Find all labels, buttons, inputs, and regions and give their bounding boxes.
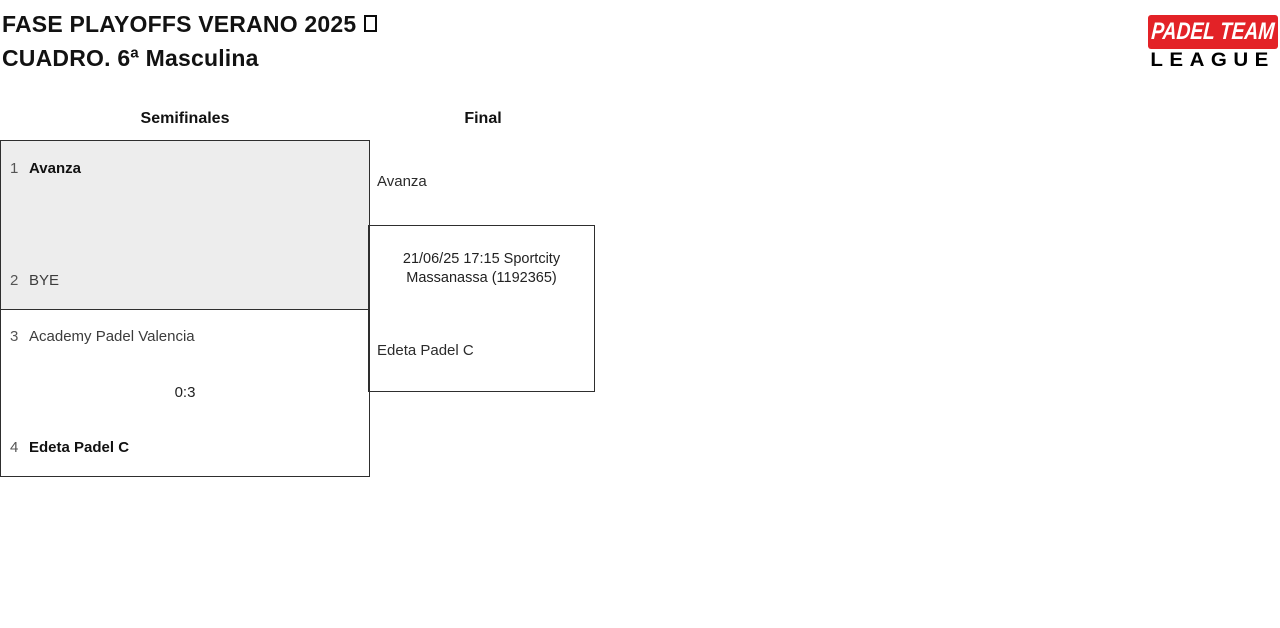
team-name: Edeta Padel C	[29, 439, 130, 456]
semifinal-2-match-box[interactable]: 3 Academy Padel Valencia 0:3 4 Edeta Padel…	[0, 309, 370, 477]
seed-number: 1	[10, 160, 19, 177]
final-team-1: Avanza	[377, 173, 427, 190]
final-team-2: Edeta Padel C	[377, 342, 474, 359]
logo-league-text: LEAGUE	[1150, 50, 1276, 71]
semifinal-1-team-1: 1 Avanza	[10, 160, 81, 177]
round-header-final: Final	[464, 110, 502, 127]
semifinal-2-team-2: 4 Edeta Padel C	[10, 439, 129, 456]
logo-padel-team-text: PADEL TEAM	[1150, 18, 1276, 45]
seed-number: 2	[10, 272, 19, 289]
page-title-line2: CUADRO. 6ª Masculina	[2, 44, 259, 71]
missing-glyph-box	[364, 15, 378, 32]
team-name: Avanza	[29, 160, 81, 177]
logo-padel-team-banner: PADEL TEAM	[1148, 15, 1278, 49]
page-title: FASE PLAYOFFS VERANO 2025 CUADRO. 6ª Mas…	[2, 8, 378, 75]
semifinal-2-score: 0:3	[174, 384, 196, 401]
final-match-box[interactable]: 21/06/25 17:15 Sportcity Massanassa (119…	[368, 225, 595, 392]
seed-number: 4	[10, 439, 19, 456]
logo-league-row: LEAGUE	[1148, 50, 1278, 72]
semifinal-1-match-box[interactable]: 1 Avanza 2 BYE	[0, 140, 370, 309]
padel-team-league-logo[interactable]: PADEL TEAM LEAGUE	[1148, 15, 1278, 72]
seed-number: 3	[10, 328, 19, 345]
team-name: BYE	[29, 272, 60, 289]
round-header-semifinales: Semifinales	[140, 110, 230, 127]
final-match-info: 21/06/25 17:15 Sportcity Massanassa (119…	[402, 251, 561, 286]
semifinal-1-team-2: 2 BYE	[10, 272, 59, 289]
page-title-text-1: FASE PLAYOFFS VERANO 2025	[2, 11, 357, 37]
page-title-line1: FASE PLAYOFFS VERANO 2025	[2, 8, 378, 42]
semifinal-2-team-1: 3 Academy Padel Valencia	[10, 328, 195, 345]
team-name: Academy Padel Valencia	[29, 328, 195, 345]
